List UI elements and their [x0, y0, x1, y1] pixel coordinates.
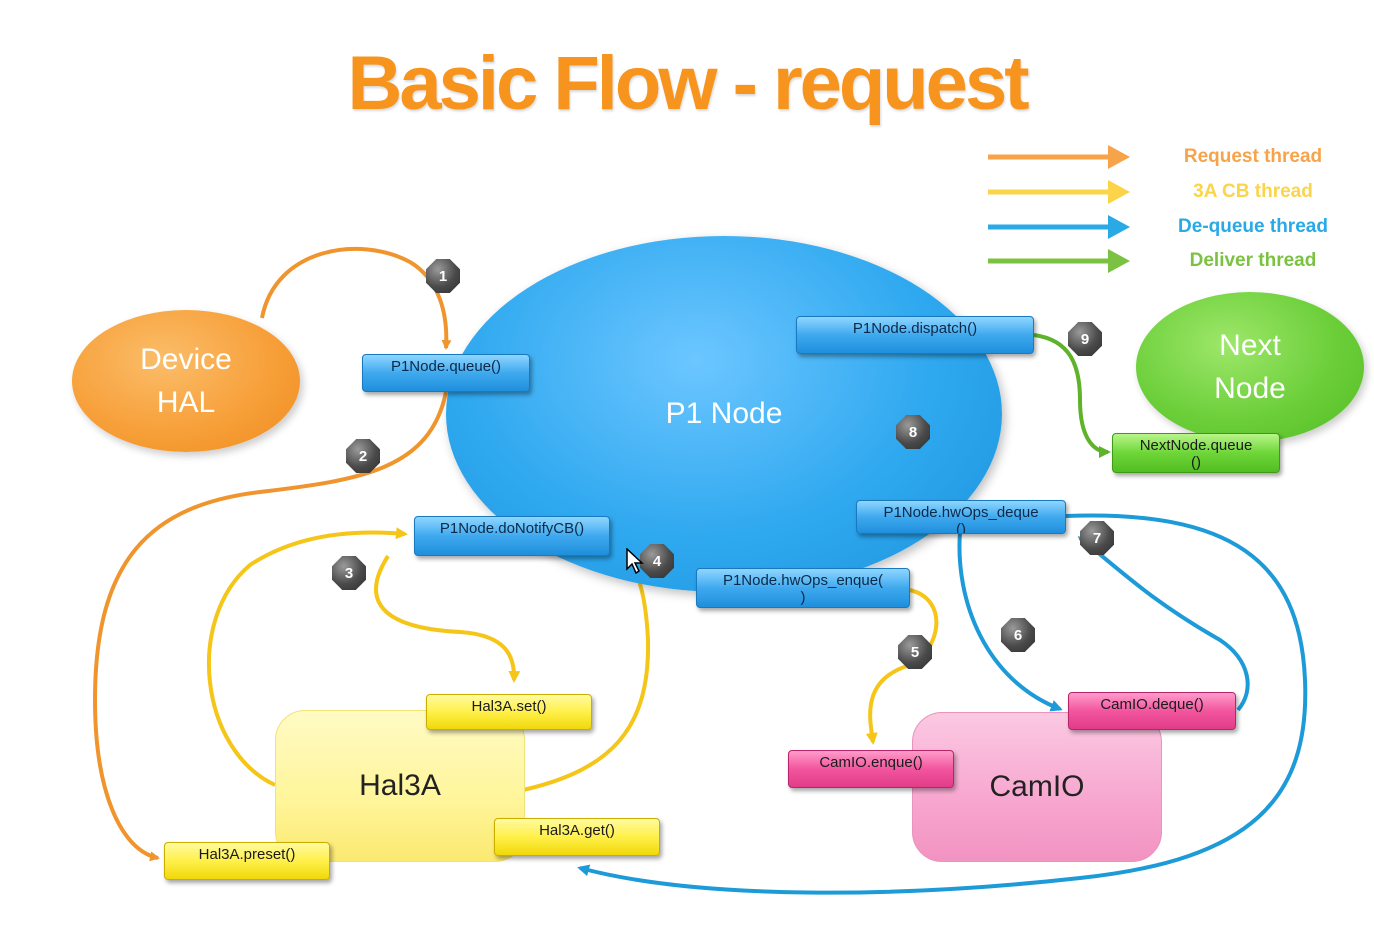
- p1node-dispatch-label: P1Node.dispatch(): [852, 320, 978, 337]
- camio-module: CamIO: [912, 712, 1162, 862]
- p1node-queue-method: P1Node.queue(): [362, 354, 530, 392]
- legend-arrows: [988, 145, 1130, 273]
- hal3a-set-label: Hal3A.set(): [471, 698, 547, 715]
- request-thread-arrows: [92, 246, 452, 862]
- step-badge-8: 8: [896, 415, 930, 449]
- legend-deliver-thread: Deliver thread: [1189, 250, 1317, 271]
- step-badge-7: 7: [1080, 521, 1114, 555]
- device-hal-node: Device HAL: [72, 310, 300, 452]
- hal3a-module: Hal3A: [275, 710, 525, 862]
- camio-enque-method: CamIO.enque(): [788, 750, 954, 788]
- hal3a-set-method: Hal3A.set(): [426, 694, 592, 730]
- camio-deque-label: CamIO.deque(): [1100, 696, 1204, 713]
- p1node-donotifycb-method: P1Node.doNotifyCB(): [414, 516, 610, 556]
- hal3a-get-label: Hal3A.get(): [539, 822, 615, 839]
- p1node-hwops-deque-method: P1Node.hwOps_deque (): [856, 500, 1066, 534]
- step-badge-6: 6: [1001, 618, 1035, 652]
- nextnode-queue-method: NextNode.queue (): [1112, 433, 1280, 473]
- device-hal-label: Device HAL: [140, 342, 232, 420]
- hal3a-preset-method: Hal3A.preset(): [164, 842, 330, 880]
- mouse-cursor-icon: [626, 548, 644, 574]
- nextnode-queue-label: NextNode.queue (): [1139, 437, 1253, 471]
- p1node-donotifycb-label: P1Node.doNotifyCB(): [439, 520, 585, 537]
- legend-3a-cb-thread: 3A CB thread: [1193, 181, 1313, 202]
- hal3a-label: Hal3A: [359, 769, 441, 802]
- p1node-hwops-enque-method: P1Node.hwOps_enque( ): [696, 568, 910, 608]
- p1node-hwops-deque-label: P1Node.hwOps_deque (): [883, 504, 1039, 534]
- step-badge-5: 5: [898, 635, 932, 669]
- step-badge-3: 3: [332, 556, 366, 590]
- camio-label: CamIO: [989, 770, 1085, 803]
- page-title: Basic Flow - request: [347, 41, 1029, 126]
- next-node-label: Next Node: [1214, 328, 1286, 406]
- legend-dequeue-thread: De-queue thread: [1178, 216, 1328, 237]
- p1-node-label: P1 Node: [665, 397, 783, 430]
- hal3a-get-method: Hal3A.get(): [494, 818, 660, 856]
- camio-deque-method: CamIO.deque(): [1068, 692, 1236, 730]
- camio-enque-label: CamIO.enque(): [819, 754, 923, 771]
- p1node-queue-label: P1Node.queue(): [390, 358, 502, 375]
- step-badge-2: 2: [346, 439, 380, 473]
- step-badge-4: 4: [640, 544, 674, 578]
- p1node-hwops-enque-label: P1Node.hwOps_enque( ): [722, 572, 884, 606]
- step-badge-9: 9: [1068, 322, 1102, 356]
- hal3a-preset-label: Hal3A.preset(): [198, 846, 296, 863]
- next-node: Next Node: [1136, 292, 1364, 442]
- deliver-thread-arrows: [1033, 333, 1111, 458]
- legend-request-thread: Request thread: [1183, 146, 1323, 167]
- step-badge-1: 1: [426, 259, 460, 293]
- p1node-dispatch-method: P1Node.dispatch(): [796, 316, 1034, 354]
